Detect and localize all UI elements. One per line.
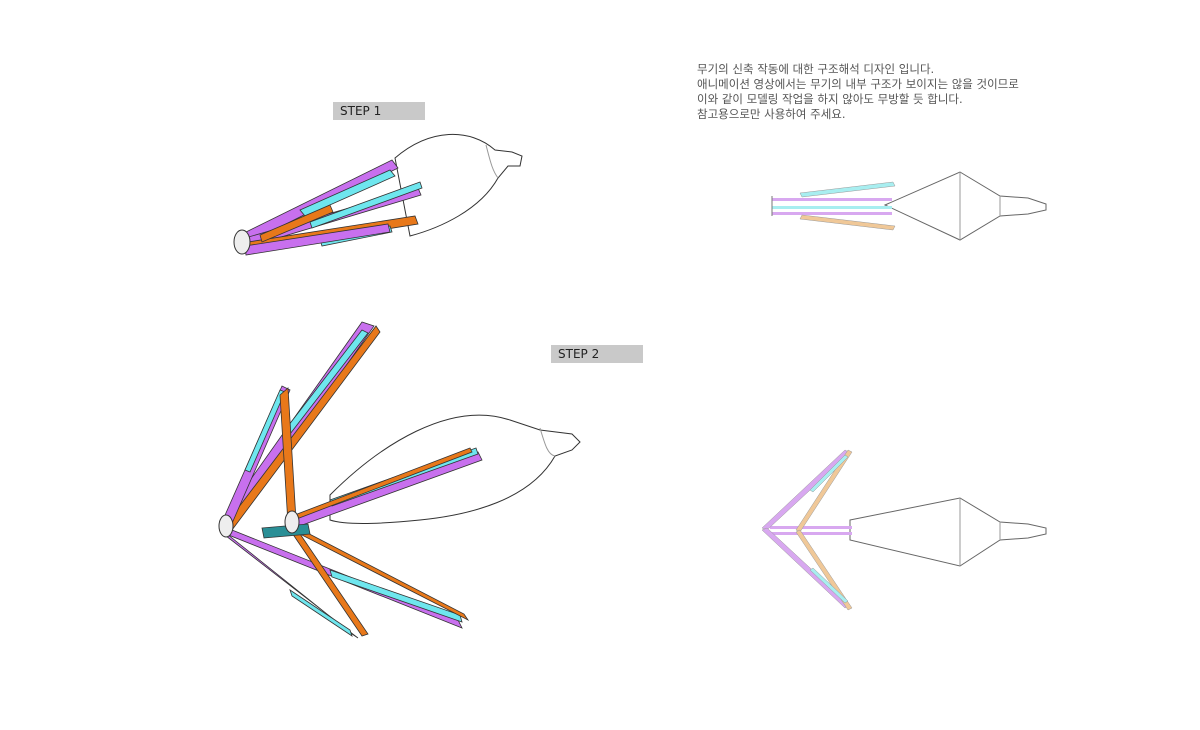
note-line: 애니메이션 영상에서는 무기의 내부 구조가 보이지는 않을 것이므로 bbox=[697, 77, 1019, 91]
step1-hub bbox=[233, 229, 251, 255]
note-line: 이와 같이 모델링 작업을 하지 않아도 무방할 듯 합니다. bbox=[697, 92, 963, 106]
step1-body bbox=[394, 133, 523, 237]
step-2-label: STEP 2 bbox=[551, 345, 643, 363]
step2-hub-rear bbox=[284, 510, 300, 534]
step2-arms bbox=[221, 321, 483, 639]
note-line: 참고용으로만 사용하여 주세요. bbox=[697, 107, 846, 121]
design-note: 무기의 신축 작동에 대한 구조해석 디자인 입니다. 애니메이션 영상에서는 … bbox=[697, 62, 1019, 122]
step2-hub bbox=[218, 514, 234, 538]
step2-body bbox=[329, 414, 581, 524]
step-1-label: STEP 1 bbox=[333, 102, 425, 120]
step1-arms bbox=[239, 159, 423, 256]
note-line: 무기의 신축 작동에 대한 구조해석 디자인 입니다. bbox=[697, 62, 935, 76]
